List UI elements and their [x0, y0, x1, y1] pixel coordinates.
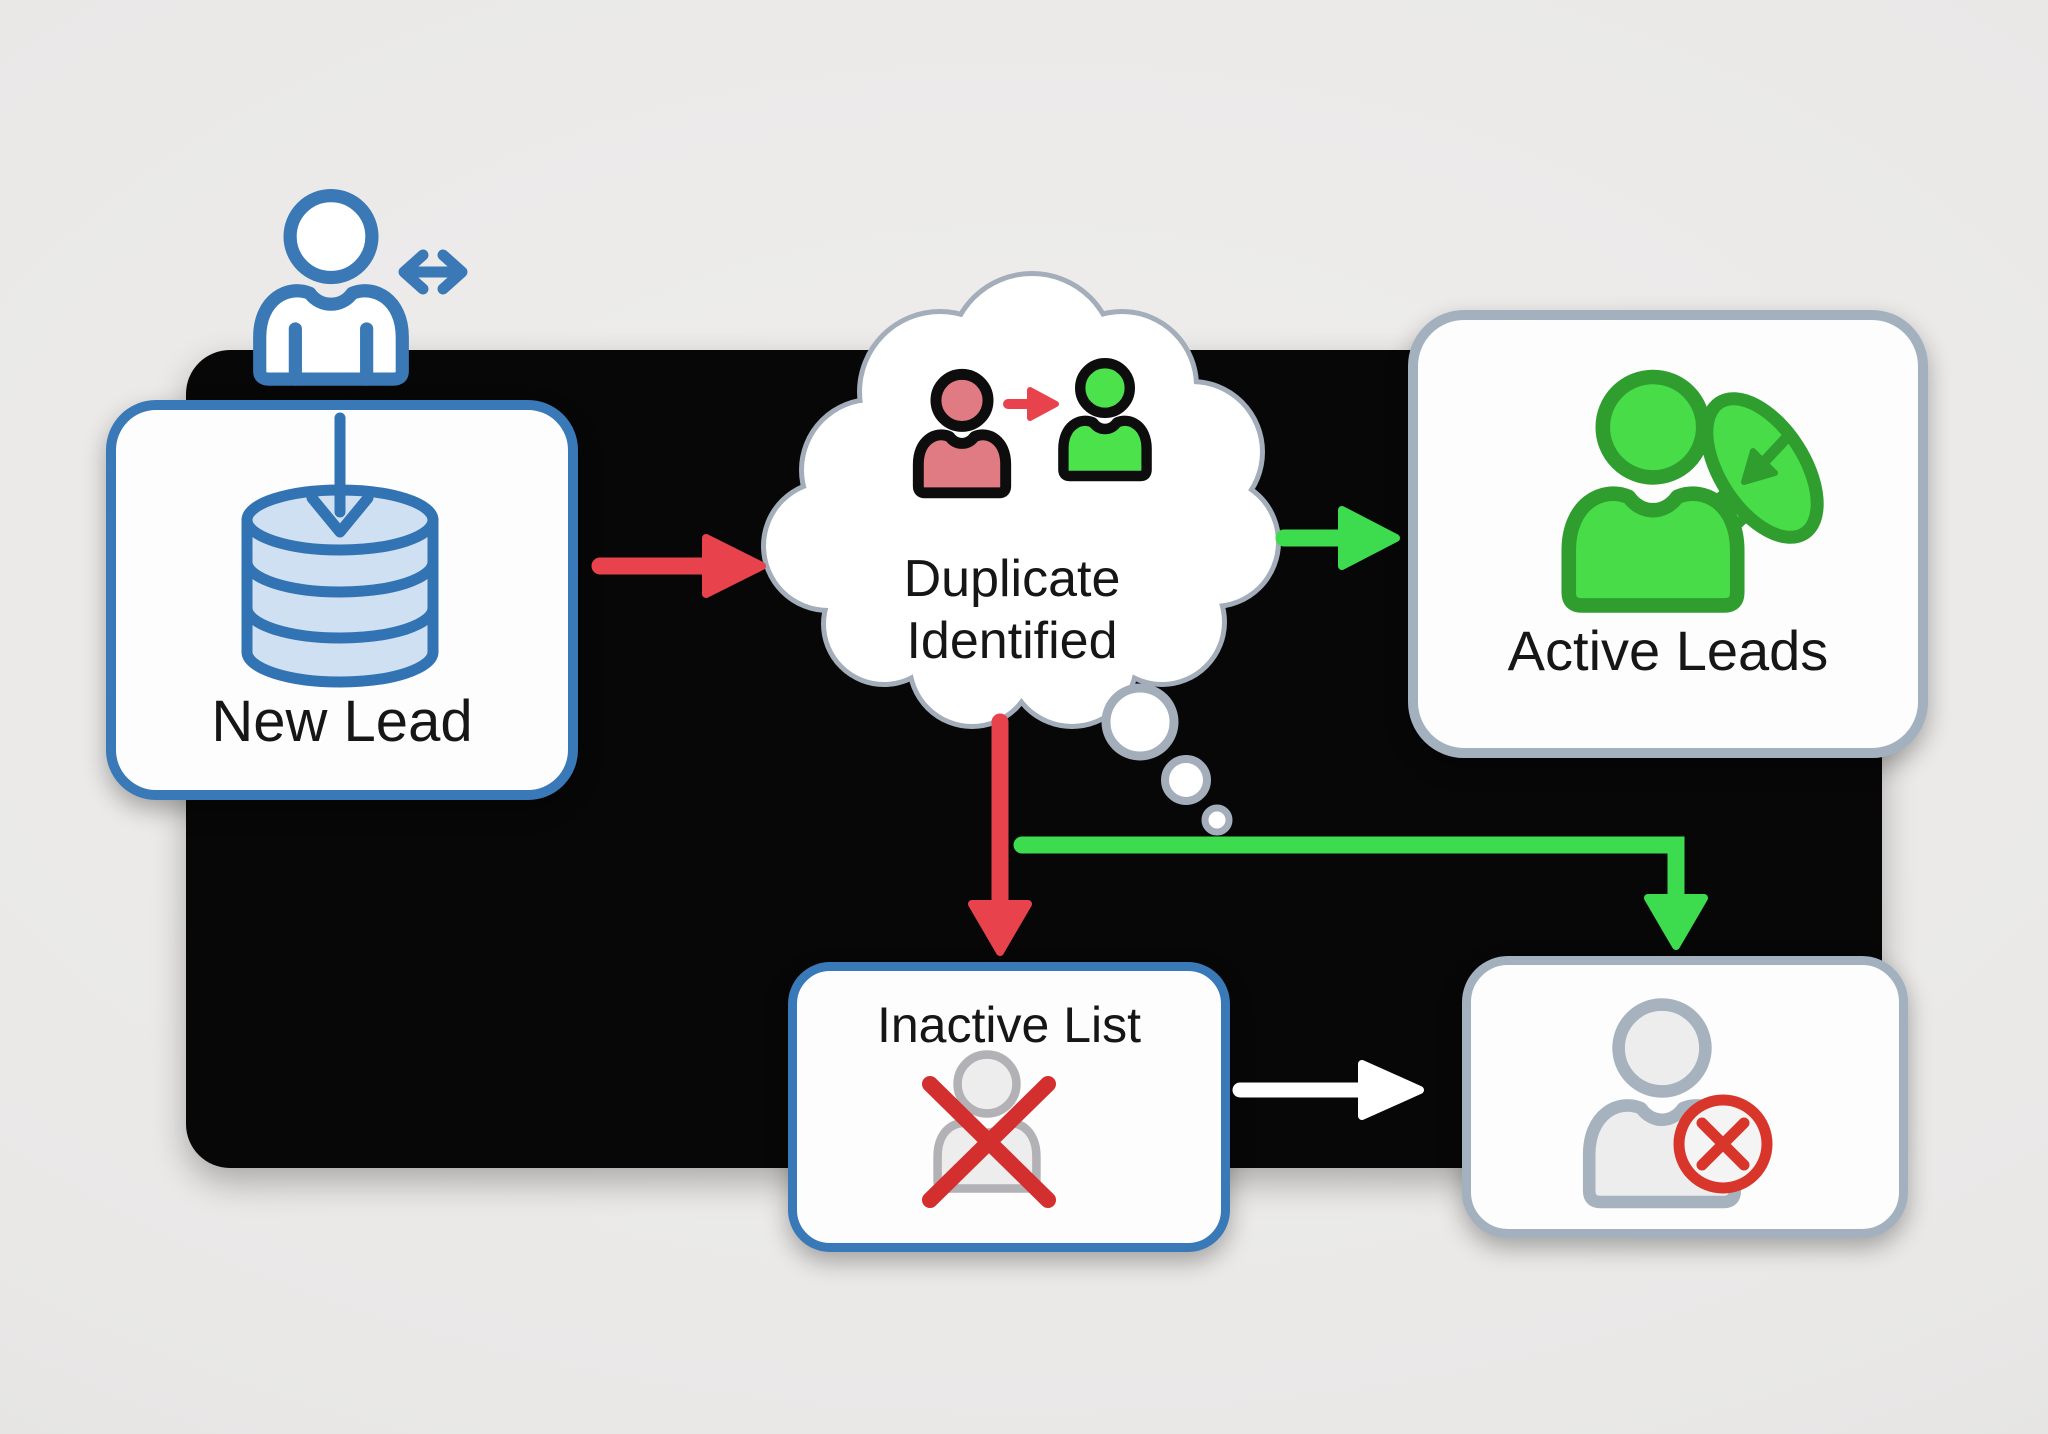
inactive-list-label: Inactive List [876, 997, 1141, 1053]
node-removed-lead [1462, 956, 1908, 1238]
duplicate-identified-label: Duplicate Identified [812, 548, 1212, 672]
duplicate-label-line2: Identified [906, 612, 1118, 670]
active-leads-label: Active Leads [1507, 619, 1829, 682]
duplicate-label-line1: Duplicate [903, 550, 1121, 608]
sync-arrows-icon [398, 249, 468, 295]
new-lead-label: New Lead [211, 689, 473, 754]
node-active-leads [1408, 310, 1928, 758]
